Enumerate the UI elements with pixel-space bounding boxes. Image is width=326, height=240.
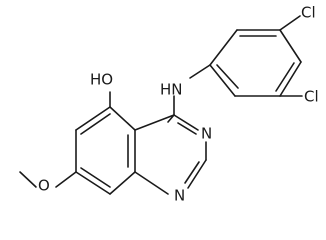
bond [173, 114, 199, 131]
double-bond-inner [177, 122, 197, 135]
double-bond-inner [184, 161, 200, 184]
c-cl-bond-top [279, 15, 301, 31]
nitrogen-label-lower: N [174, 187, 185, 205]
bond [134, 114, 175, 131]
bond [279, 61, 302, 97]
bond [187, 159, 207, 189]
nitrogen-label-upper: N [201, 125, 212, 143]
c-n-bond [189, 64, 211, 79]
o-ch3-bond [19, 171, 37, 188]
c-o-bond [55, 171, 77, 188]
oxygen-label: O [38, 177, 50, 195]
dichlorophenyl-ring [209, 29, 302, 97]
bond [279, 29, 302, 63]
chlorine-label-right: Cl [304, 88, 319, 106]
bond [209, 29, 238, 66]
quinazoline-benzene-ring [75, 106, 175, 195]
bond [75, 106, 111, 131]
double-bond-inner [80, 167, 111, 188]
bond [134, 171, 169, 195]
double-bond-inner [275, 62, 295, 92]
bond [209, 64, 236, 97]
hydroxyl-label: HO [90, 71, 113, 89]
chlorine-label-top: Cl [301, 4, 316, 22]
double-bond-inner [216, 64, 239, 89]
bond [167, 114, 175, 123]
double-bond-inner [80, 113, 111, 135]
amine-label: HN [160, 81, 183, 99]
quinazoline-pyrimidine-ring [134, 114, 207, 195]
bond [109, 106, 136, 131]
quinazoline-structure-diagram: HN Cl Cl HO N N O [19, 4, 319, 205]
bond [109, 171, 136, 195]
bond [75, 171, 111, 195]
